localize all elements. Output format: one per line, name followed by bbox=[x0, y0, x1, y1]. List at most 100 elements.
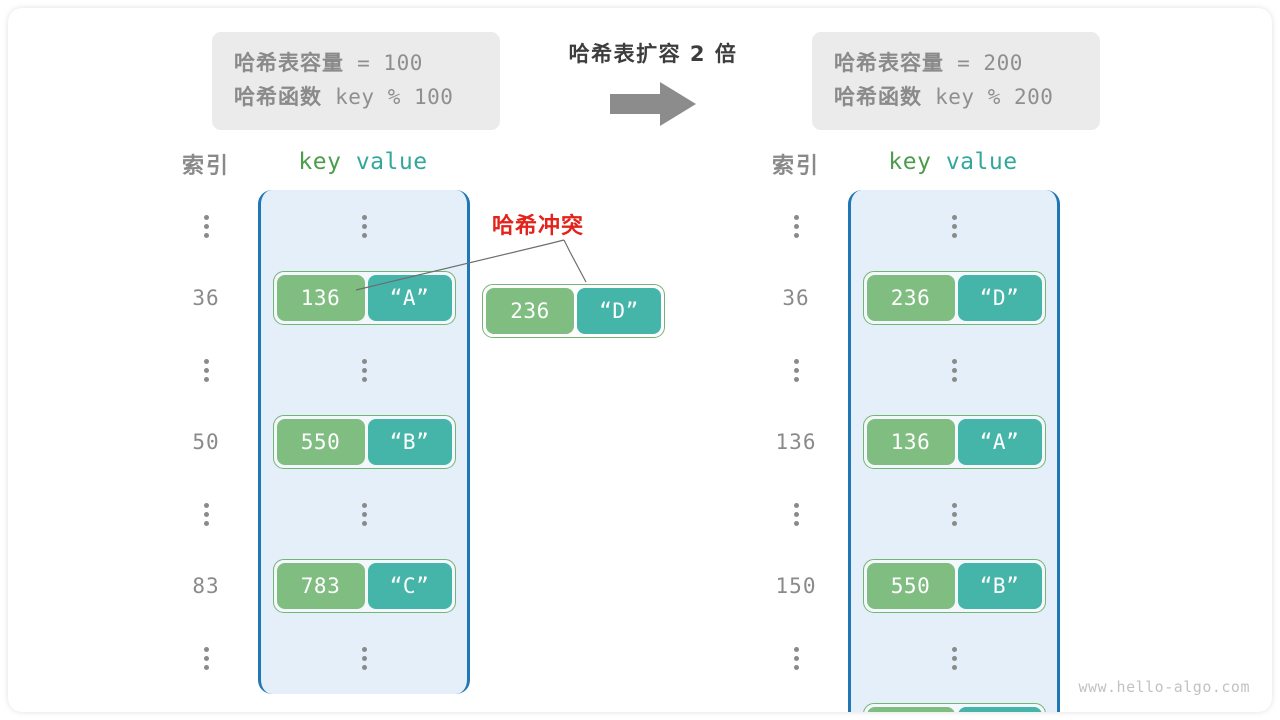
arrow-right-icon bbox=[528, 82, 778, 131]
index-ellipsis bbox=[158, 190, 254, 262]
header-index-after: 索引 bbox=[771, 154, 820, 179]
entry-key: 136 bbox=[276, 275, 365, 321]
bucket-ellipsis-row bbox=[851, 190, 1057, 262]
diagram-card: 哈希表容量 = 100 哈希函数 key % 100 哈希表扩容 2 倍 哈希表… bbox=[8, 8, 1272, 712]
index-label: 50 bbox=[192, 430, 220, 454]
vertical-ellipsis-icon bbox=[793, 646, 799, 670]
bucket-ellipsis-row bbox=[851, 334, 1057, 406]
bucket-ellipsis-row bbox=[851, 478, 1057, 550]
bucket-column-after: 236“D” 136“A” 550“B” 783“C” bbox=[848, 190, 1060, 712]
index-label: 36 bbox=[192, 286, 220, 310]
entry-key: 783 bbox=[866, 707, 955, 712]
bucket-entry-row: 136“A” bbox=[261, 262, 467, 334]
vertical-ellipsis-icon bbox=[793, 214, 799, 238]
header-value-before: value bbox=[355, 149, 428, 175]
vertical-ellipsis-icon bbox=[951, 502, 957, 526]
entry-value: “D” bbox=[957, 275, 1042, 321]
entry-key: 550 bbox=[866, 563, 955, 609]
hashfn-label-before: 哈希函数 bbox=[234, 85, 322, 109]
header-keyvalue-after: key value bbox=[848, 149, 1058, 175]
index-label: 36 bbox=[782, 286, 810, 310]
capacity-label-before: 哈希表容量 bbox=[234, 51, 344, 75]
bucket-entry-row: 550“B” bbox=[851, 550, 1057, 622]
header-value-after: value bbox=[945, 149, 1018, 175]
bucket-entry-row: 783“C” bbox=[261, 550, 467, 622]
bucket-ellipsis-row bbox=[261, 478, 467, 550]
index-ellipsis bbox=[158, 478, 254, 550]
vertical-ellipsis-icon bbox=[203, 502, 209, 526]
vertical-ellipsis-icon bbox=[361, 646, 367, 670]
hashfn-line-after: 哈希函数 key % 200 bbox=[834, 80, 1078, 114]
vertical-ellipsis-icon bbox=[361, 502, 367, 526]
entry-value: “A” bbox=[957, 419, 1042, 465]
vertical-ellipsis-icon bbox=[361, 214, 367, 238]
capacity-value-after: = 200 bbox=[944, 51, 1023, 75]
vertical-ellipsis-icon bbox=[951, 358, 957, 382]
entry-value: “B” bbox=[367, 419, 452, 465]
entry-value: “D” bbox=[577, 288, 661, 334]
entry-pair: 783“C” bbox=[272, 559, 456, 613]
info-box-after: 哈希表容量 = 200 哈希函数 key % 200 bbox=[812, 32, 1100, 130]
index-ellipsis bbox=[748, 334, 844, 406]
bucket-column-before: 136“A” 550“B” 783“C” bbox=[258, 190, 470, 694]
index-column-before: 36 50 83 bbox=[158, 190, 254, 694]
info-box-before: 哈希表容量 = 100 哈希函数 key % 100 bbox=[212, 32, 500, 130]
hashfn-line-before: 哈希函数 key % 100 bbox=[234, 80, 478, 114]
bucket-entry-row: 236“D” bbox=[851, 262, 1057, 334]
bucket-ellipsis-row bbox=[261, 622, 467, 694]
hashfn-value-before: key % 100 bbox=[322, 85, 454, 109]
capacity-line-before: 哈希表容量 = 100 bbox=[234, 46, 478, 80]
entry-pair: 136“A” bbox=[272, 271, 456, 325]
entry-pair: 136“A” bbox=[862, 415, 1046, 469]
capacity-line-after: 哈希表容量 = 200 bbox=[834, 46, 1078, 80]
entry-key: 783 bbox=[276, 563, 365, 609]
hashfn-label-after: 哈希函数 bbox=[834, 85, 922, 109]
index-ellipsis bbox=[158, 622, 254, 694]
vertical-ellipsis-icon bbox=[951, 646, 957, 670]
index-ellipsis bbox=[748, 478, 844, 550]
entry-value: “C” bbox=[367, 563, 452, 609]
index-ellipsis bbox=[748, 190, 844, 262]
bucket-entry-row: 136“A” bbox=[851, 406, 1057, 478]
entry-key: 550 bbox=[276, 419, 365, 465]
index-label: 183 bbox=[748, 694, 844, 712]
bucket-ellipsis-row bbox=[261, 334, 467, 406]
entry-value: “C” bbox=[957, 707, 1042, 712]
header-index-before: 索引 bbox=[181, 154, 230, 179]
header-keyvalue-before: key value bbox=[258, 149, 468, 175]
header-key-after: key bbox=[888, 149, 932, 175]
vertical-ellipsis-icon bbox=[361, 358, 367, 382]
entry-key: 236 bbox=[486, 288, 574, 334]
vertical-ellipsis-icon bbox=[203, 214, 209, 238]
vertical-ellipsis-icon bbox=[793, 502, 799, 526]
index-label: 83 bbox=[192, 574, 220, 598]
index-column-after: 36 136 150 183 bbox=[748, 190, 844, 712]
entry-pair: 236 “D” bbox=[482, 284, 665, 338]
index-ellipsis bbox=[158, 334, 254, 406]
vertical-ellipsis-icon bbox=[793, 358, 799, 382]
entry-pair: 783“C” bbox=[862, 703, 1046, 712]
vertical-ellipsis-icon bbox=[203, 358, 209, 382]
bucket-entry-row: 783“C” bbox=[851, 694, 1057, 712]
entry-pair: 550“B” bbox=[272, 415, 456, 469]
entry-pair: 550“B” bbox=[862, 559, 1046, 613]
entry-value: “A” bbox=[367, 275, 452, 321]
header-key-before: key bbox=[298, 149, 342, 175]
capacity-label-after: 哈希表容量 bbox=[834, 51, 944, 75]
entry-key: 136 bbox=[866, 419, 955, 465]
capacity-value-before: = 100 bbox=[344, 51, 423, 75]
entry-value: “B” bbox=[957, 563, 1042, 609]
vertical-ellipsis-icon bbox=[951, 214, 957, 238]
bucket-entry-row: 550“B” bbox=[261, 406, 467, 478]
entry-pair: 236“D” bbox=[862, 271, 1046, 325]
collision-label: 哈希冲突 bbox=[492, 214, 585, 239]
collision-entry: 236 “D” bbox=[482, 284, 665, 338]
index-ellipsis bbox=[748, 622, 844, 694]
watermark: www.hello-algo.com bbox=[1078, 678, 1250, 696]
entry-key: 236 bbox=[866, 275, 955, 321]
vertical-ellipsis-icon bbox=[203, 646, 209, 670]
expand-caption: 哈希表扩容 2 倍 bbox=[568, 42, 738, 66]
index-label: 150 bbox=[775, 574, 817, 598]
hashfn-value-after: key % 200 bbox=[922, 85, 1054, 109]
index-label: 136 bbox=[775, 430, 817, 454]
